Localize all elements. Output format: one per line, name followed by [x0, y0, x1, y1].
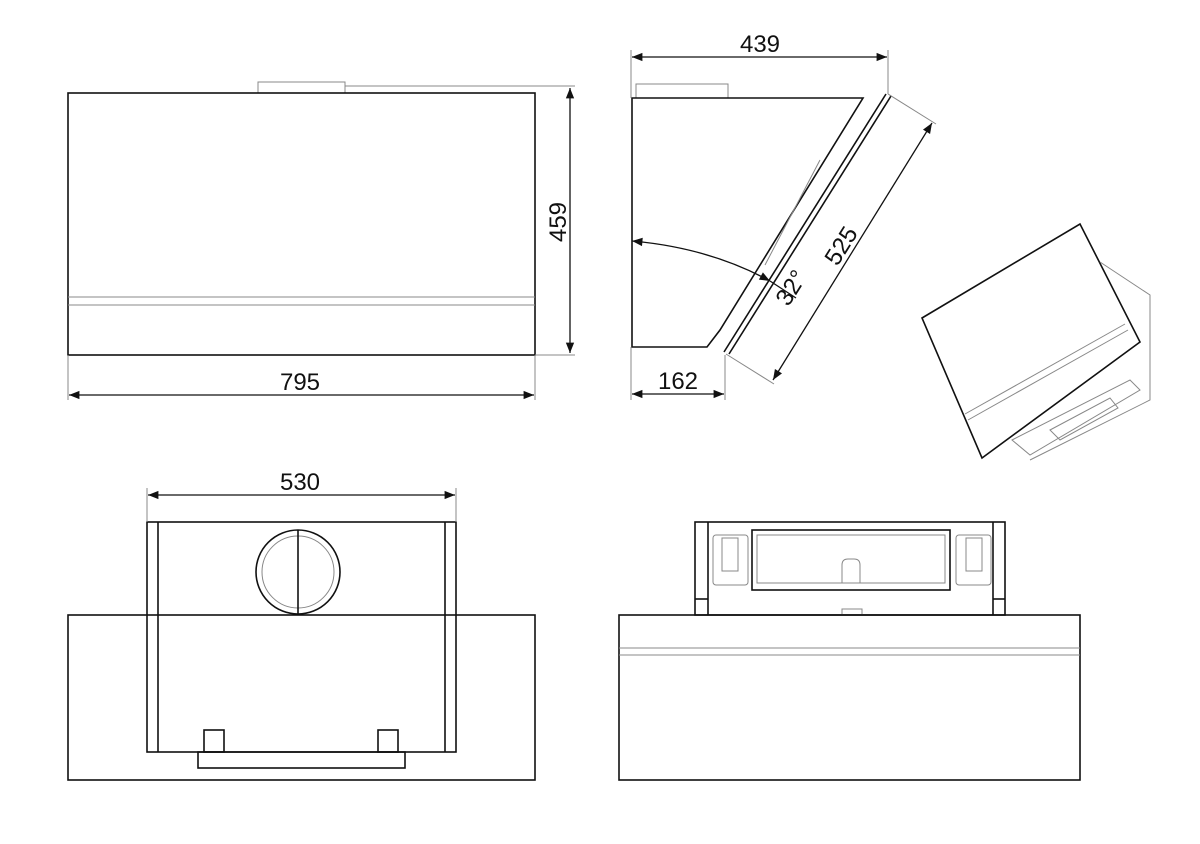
height-dimension-label: 459	[545, 202, 572, 242]
depth-dimension-label: 439	[740, 31, 780, 58]
perspective-view	[920, 222, 1151, 461]
glass-length-label: 525	[820, 222, 864, 270]
angle-label: 32°	[771, 265, 813, 310]
body-width-label: 530	[280, 469, 320, 496]
width-dimension-label: 795	[280, 369, 320, 396]
underside-view	[618, 521, 1081, 781]
front-view: 459 795	[67, 81, 575, 400]
side-view: 439 525 32° 162	[630, 31, 937, 400]
rear-view: 530	[67, 469, 536, 781]
bottom-depth-label: 162	[658, 368, 698, 395]
